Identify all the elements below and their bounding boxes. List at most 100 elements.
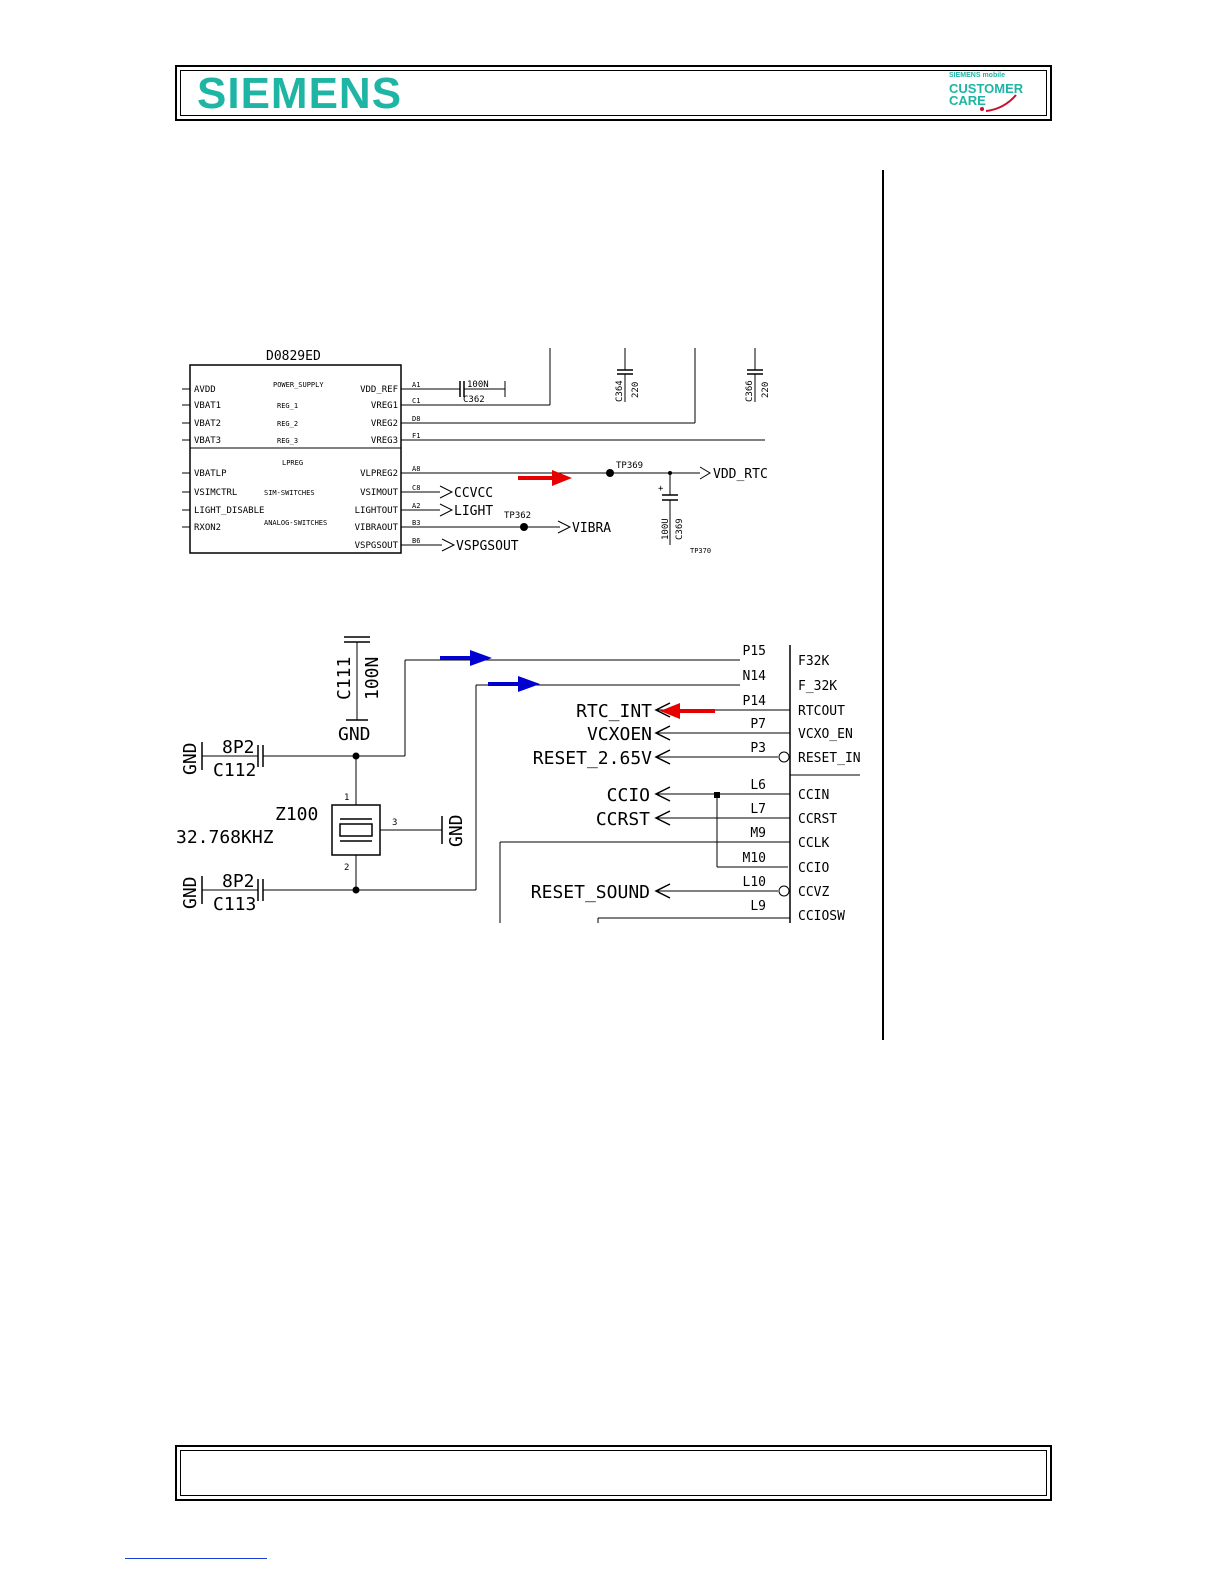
ic-left-pins: AVDDVBAT1VBAT2VBAT3VBATLPVSIMCTRLLIGHT_D… bbox=[182, 385, 264, 533]
left-pin-label: AVDD bbox=[194, 385, 216, 395]
right-pin-label: VLPREG2 bbox=[360, 469, 398, 479]
pin-number: F1 bbox=[412, 432, 420, 440]
red-arrow-right-icon bbox=[552, 470, 572, 486]
ic-pin-number: P15 bbox=[743, 644, 766, 659]
light-label: LIGHT bbox=[454, 504, 493, 519]
c113-value: 8P2 bbox=[222, 871, 255, 892]
c112-value: 8P2 bbox=[222, 737, 255, 758]
ic-pin-label: CCIOSW bbox=[798, 909, 845, 924]
ic-pin-number: P14 bbox=[743, 694, 767, 709]
net-label: RESET_SOUND bbox=[531, 882, 650, 903]
left-pin-label: VBAT2 bbox=[194, 419, 221, 429]
pin-number: A1 bbox=[412, 381, 420, 389]
net-label: VCXOEN bbox=[587, 724, 652, 745]
logo-top-text: SIEMENS mobile bbox=[949, 72, 1006, 79]
z100-frequency: 32.768KHZ bbox=[176, 827, 274, 848]
blue-arrow-right-icon-2 bbox=[518, 676, 540, 692]
c113-label: C113 bbox=[213, 894, 256, 915]
c369-label: C369 bbox=[675, 518, 685, 540]
pin-number: C1 bbox=[412, 397, 420, 405]
ic-pin-number: P3 bbox=[750, 741, 766, 756]
header-inner-border bbox=[180, 70, 1047, 116]
left-pin-label: VBAT1 bbox=[194, 401, 221, 411]
tp370-label: TP370 bbox=[690, 547, 711, 555]
right-pin-label: VREG3 bbox=[371, 436, 398, 446]
vibra-label: VIBRA bbox=[572, 521, 611, 536]
c364-value: 220 bbox=[631, 382, 641, 398]
right-pin-label: VSIMOUT bbox=[360, 488, 399, 498]
block-lpreg: LPREG bbox=[282, 459, 303, 467]
ic-pin-label: RTCOUT bbox=[798, 704, 845, 719]
ccvcc-label: CCVCC bbox=[454, 486, 493, 501]
right-pin-label: LIGHTOUT bbox=[355, 506, 399, 516]
logo-line2: CARE bbox=[949, 93, 986, 108]
block-analog-switches: ANALOG-SWITCHES bbox=[264, 519, 327, 527]
net-label: CCIO bbox=[607, 785, 650, 806]
right-pin-label: VIBRAOUT bbox=[355, 523, 399, 533]
ic-body bbox=[189, 364, 402, 554]
net-label: RESET_2.65V bbox=[533, 748, 652, 769]
c111-gnd: GND bbox=[338, 724, 371, 745]
crystal-pin-2: 2 bbox=[344, 863, 349, 873]
c362-value: 100N bbox=[467, 380, 489, 390]
footer-link-underline[interactable] bbox=[125, 1558, 267, 1559]
ic-pin-number: L6 bbox=[750, 778, 766, 793]
pin-number: D8 bbox=[412, 415, 420, 423]
margin-rule bbox=[882, 170, 884, 1040]
ic-pin-label: CCIO bbox=[798, 861, 829, 876]
ic-pin-label: CCVZ bbox=[798, 885, 829, 900]
pin-number: A8 bbox=[412, 465, 420, 473]
vspgsout-label: VSPGSOUT bbox=[456, 539, 519, 554]
ic-name: D0829ED bbox=[266, 349, 321, 364]
tp362-label: TP362 bbox=[504, 511, 531, 521]
inverting-bubble-icon bbox=[778, 751, 790, 763]
blue-arrow-right-icon-1 bbox=[470, 650, 492, 666]
c111-value: 100N bbox=[362, 657, 383, 700]
ic-pin-label: RESET_IN bbox=[798, 751, 861, 766]
left-pin-label: VBAT3 bbox=[194, 436, 221, 446]
ic-pin-label: F_32K bbox=[798, 679, 837, 694]
ic-pin-label: F32K bbox=[798, 654, 829, 669]
c366-label: C366 bbox=[745, 380, 755, 402]
left-pin-label: VSIMCTRL bbox=[194, 488, 237, 498]
right-pin-label: VDD_REF bbox=[360, 385, 398, 395]
pin-number: C8 bbox=[412, 484, 420, 492]
right-pin-label: VSPGSOUT bbox=[355, 541, 399, 551]
crystal-gnd: GND bbox=[446, 814, 467, 847]
block-sim-switches: SIM-SWITCHES bbox=[264, 489, 315, 497]
net-label: CCRST bbox=[596, 809, 650, 830]
c364-label: C364 bbox=[615, 380, 625, 402]
logo-swoosh-icon bbox=[980, 94, 1017, 112]
ic-pin-label: VCXO_EN bbox=[798, 727, 853, 742]
c369-value: 100U bbox=[661, 518, 671, 540]
right-pin-label: VREG1 bbox=[371, 401, 398, 411]
pin-number: B6 bbox=[412, 537, 420, 545]
ic-pin-label: CCIN bbox=[798, 788, 829, 803]
tp369-dot bbox=[606, 469, 614, 477]
net-label: RTC_INT bbox=[576, 701, 652, 722]
footer-inner-border bbox=[180, 1450, 1047, 1496]
red-arrow-left-icon bbox=[660, 703, 680, 719]
c112-label: C112 bbox=[213, 760, 256, 781]
c113-gnd: GND bbox=[180, 876, 201, 909]
right-pin-label: VREG2 bbox=[371, 419, 398, 429]
ic-pin-number: P7 bbox=[750, 717, 766, 732]
c112-gnd: GND bbox=[180, 742, 201, 775]
pin-number: A2 bbox=[412, 502, 420, 510]
customer-care-logo: SIEMENS mobile CUSTOMER CARE bbox=[946, 71, 1032, 117]
c369-plus: + bbox=[658, 484, 664, 494]
ic-pin-number: N14 bbox=[743, 669, 767, 684]
crystal-pin-3: 3 bbox=[392, 818, 397, 828]
left-pin-label: VBATLP bbox=[194, 469, 227, 479]
c111-label: C111 bbox=[334, 657, 355, 700]
block-reg3: REG_3 bbox=[277, 437, 298, 445]
left-pin-label: RXON2 bbox=[194, 523, 221, 533]
header-banner: SIEMENS SIEMENS mobile CUSTOMER CARE bbox=[175, 65, 1052, 121]
ic-pin-number: L10 bbox=[743, 875, 766, 890]
crystal-pin-1: 1 bbox=[344, 793, 349, 803]
ic-pin-label: CCRST bbox=[798, 812, 837, 827]
tp369-label: TP369 bbox=[616, 461, 643, 471]
